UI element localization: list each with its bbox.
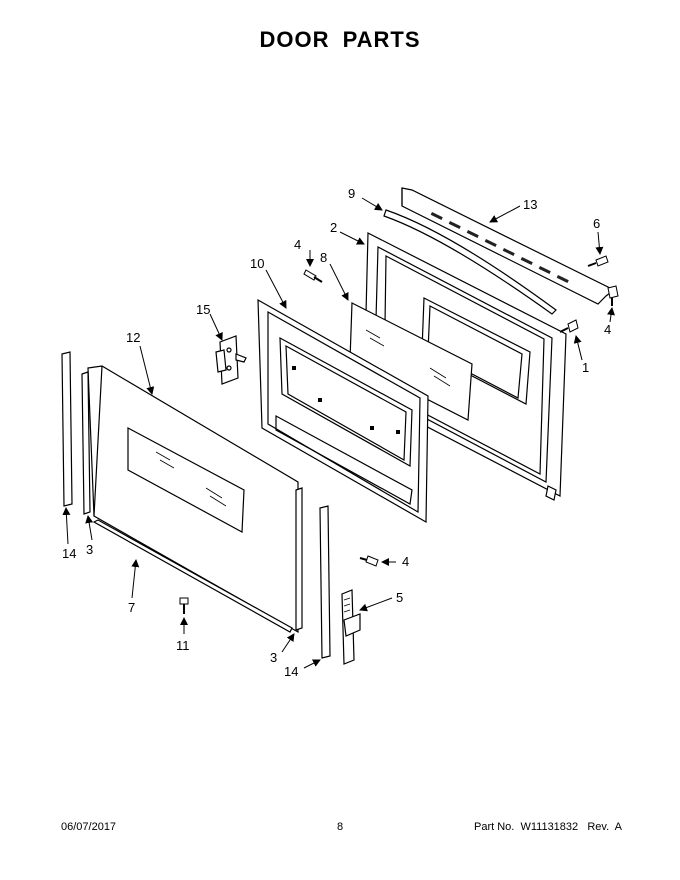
part-14-side-trim-right[interactable] bbox=[319, 505, 331, 659]
callout-7: 7 bbox=[128, 600, 135, 615]
part-4-screw-upper[interactable] bbox=[303, 269, 323, 283]
page-title: DOOR PARTS bbox=[259, 27, 421, 52]
callout-4-right: 4 bbox=[604, 322, 611, 337]
callout-8: 8 bbox=[320, 250, 327, 265]
callout-1: 1 bbox=[582, 360, 589, 375]
part-1-screw[interactable] bbox=[559, 319, 579, 333]
callout-3-right: 3 bbox=[270, 650, 277, 665]
part-11-screw[interactable] bbox=[179, 597, 189, 614]
part-4-screw-lower[interactable] bbox=[359, 555, 379, 567]
callout-3-left: 3 bbox=[86, 542, 93, 557]
callout-10: 10 bbox=[250, 256, 264, 271]
callout-2: 2 bbox=[330, 220, 337, 235]
part-15-hinge-bracket[interactable] bbox=[215, 335, 247, 385]
part-3-side-channel-right[interactable] bbox=[295, 487, 303, 631]
callout-11: 11 bbox=[176, 638, 190, 653]
callout-15: 15 bbox=[196, 302, 210, 317]
footer-date: 06/07/2017 bbox=[61, 821, 117, 833]
footer-page-number: 8 bbox=[337, 821, 344, 833]
callout-4-lower: 4 bbox=[402, 554, 409, 569]
callout-4-upper: 4 bbox=[294, 237, 301, 252]
part-4-screw-right[interactable] bbox=[607, 285, 619, 306]
part-3-side-channel-left[interactable] bbox=[81, 371, 91, 515]
callout-5: 5 bbox=[396, 590, 403, 605]
footer-part-number: Part No. W11131832 Rev. A bbox=[474, 821, 622, 833]
callout-14-left: 14 bbox=[62, 546, 76, 561]
part-9-trim-strip[interactable] bbox=[383, 209, 557, 315]
part-6-screw[interactable] bbox=[587, 255, 609, 267]
callout-6: 6 bbox=[593, 216, 600, 231]
part-14-side-trim-left[interactable] bbox=[61, 351, 73, 507]
part-5-door-hinge[interactable] bbox=[341, 589, 361, 665]
part-13-vent-trim[interactable] bbox=[401, 187, 616, 305]
callout-labels: 9 13 2 6 4 8 10 4 15 1 12 14 3 7 4 5 11 … bbox=[62, 186, 611, 679]
callout-12: 12 bbox=[126, 330, 140, 345]
callout-13: 13 bbox=[523, 197, 537, 212]
callout-9: 9 bbox=[348, 186, 355, 201]
part-8-inner-glass[interactable] bbox=[349, 302, 473, 421]
leader-lines bbox=[62, 197, 615, 669]
part-7-bottom-trim[interactable] bbox=[92, 519, 293, 633]
part-10-door-frame[interactable] bbox=[257, 298, 429, 524]
callout-14-right: 14 bbox=[284, 664, 298, 679]
